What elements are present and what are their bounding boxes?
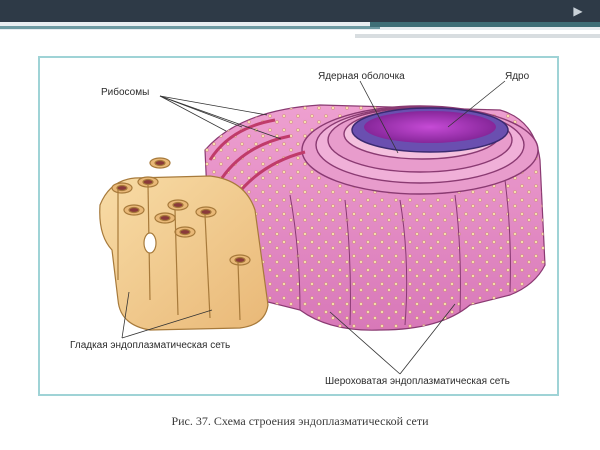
slide-header-line bbox=[355, 34, 600, 38]
slide-header-bar: ▶ bbox=[0, 0, 600, 22]
label-smooth-er: Гладкая эндоплазматическая сеть bbox=[70, 340, 231, 351]
smooth-er-body bbox=[99, 157, 269, 331]
nav-arrow-icon[interactable]: ▶ bbox=[573, 4, 583, 18]
label-ribosomes: Рибосомы bbox=[101, 87, 150, 98]
label-rough-er: Шероховатая эндоплазматическая сеть bbox=[325, 376, 510, 387]
figure-caption: Рис. 37. Схема строения эндоплазматическ… bbox=[171, 414, 429, 428]
label-nuclear-envelope: Ядерная оболочка bbox=[318, 71, 405, 82]
leader-lines bbox=[121, 80, 506, 375]
nucleus-shape bbox=[351, 107, 509, 153]
slide-header-accent-left bbox=[0, 26, 380, 29]
slide-header-accent-right bbox=[370, 22, 600, 27]
label-nucleus: Ядро bbox=[505, 71, 530, 82]
